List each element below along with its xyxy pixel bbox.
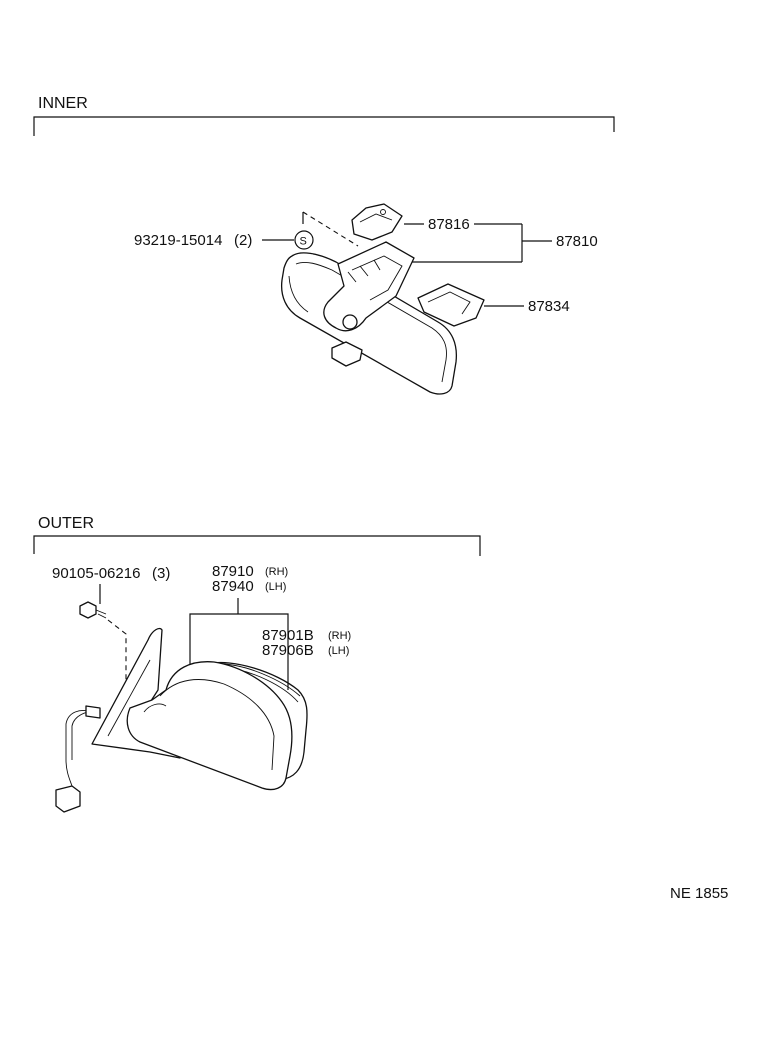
outer-mirror-lh-part-number: 87940: [212, 578, 254, 595]
inner-cover-part-number: 87834: [528, 298, 570, 315]
outer-screw-part-number: 90105-06216: [52, 565, 140, 582]
inner-section-bracket: [33, 116, 615, 136]
figure-code: NE 1855: [670, 885, 728, 902]
inner-screw-callout: 93219-15014 (2) S: [134, 211, 359, 250]
outer-mirror-callout: 87910 (RH) 87940 (LH): [189, 563, 289, 690]
inner-screw-qty: (2): [234, 232, 252, 249]
inner-section: INNER 93219-15014 (2): [33, 95, 615, 395]
connector-icon: [55, 785, 81, 813]
outer-mirror-rh-side: (RH): [265, 566, 288, 578]
standard-part-symbol: S: [300, 236, 307, 248]
outer-glass-lh-side: (LH): [328, 645, 349, 657]
outer-section-title: OUTER: [38, 515, 94, 532]
outer-screw-callout: 90105-06216 (3): [52, 565, 170, 700]
outer-section-bracket: [33, 535, 481, 556]
inner-cover-callout: 87834: [484, 298, 570, 315]
outer-glass-callout: 87901B (RH) 87906B (LH): [262, 627, 351, 659]
outer-glass-rh-part-number: 87901B: [262, 627, 314, 644]
outer-glass-lh-part-number: 87906B: [262, 642, 314, 659]
standard-part-symbol-icon: [294, 230, 314, 250]
inner-holder-part-number: 87816: [428, 216, 470, 233]
outer-glass-rh-side: (RH): [328, 630, 351, 642]
outer-mirror-illustration: [55, 627, 308, 813]
inner-mirror-illustration: [280, 203, 485, 395]
outer-mirror-lh-side: (LH): [265, 581, 286, 593]
inner-holder-callout: 87816 87810: [404, 216, 598, 263]
outer-section: OUTER 90105-06216 (3): [33, 515, 481, 813]
outer-screw-qty: (3): [152, 565, 170, 582]
screw-icon: [79, 601, 97, 619]
outer-mirror-rh-part-number: 87910: [212, 563, 254, 580]
inner-screw-part-number: 93219-15014: [134, 232, 222, 249]
inner-section-title: INNER: [38, 95, 88, 112]
inner-assembly-part-number: 87810: [556, 233, 598, 250]
